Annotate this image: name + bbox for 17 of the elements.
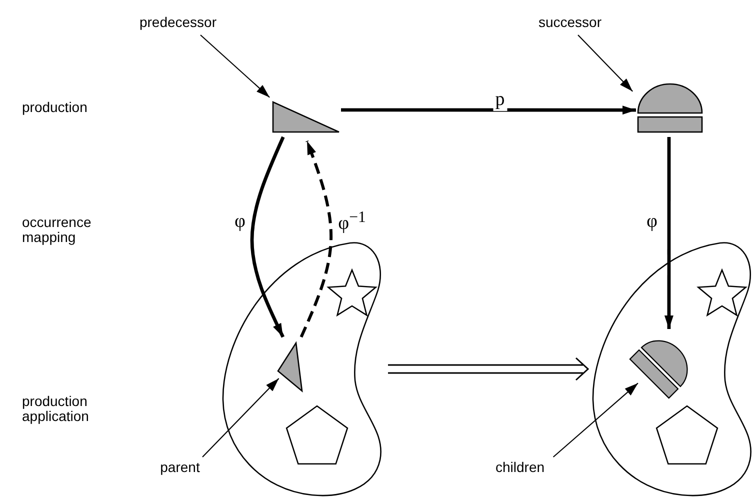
row-label: production application [22,394,90,424]
callout-label: children [494,459,546,475]
row-label: occurrence mapping [22,215,92,245]
arrow [341,106,636,115]
callout-label: successor [537,14,603,30]
double-arrow [387,357,590,381]
callout-label: predecessor [138,14,218,30]
leader-line [200,34,270,98]
row-label: production [22,100,88,115]
leader-line [202,378,280,458]
leader-line [552,382,638,458]
edge-label: φ$^{−1}$ [336,208,368,236]
arrow [300,140,332,338]
arrow [250,136,285,338]
leader-line [578,34,633,92]
arrow [664,137,674,329]
callout-label: parent [159,459,201,475]
